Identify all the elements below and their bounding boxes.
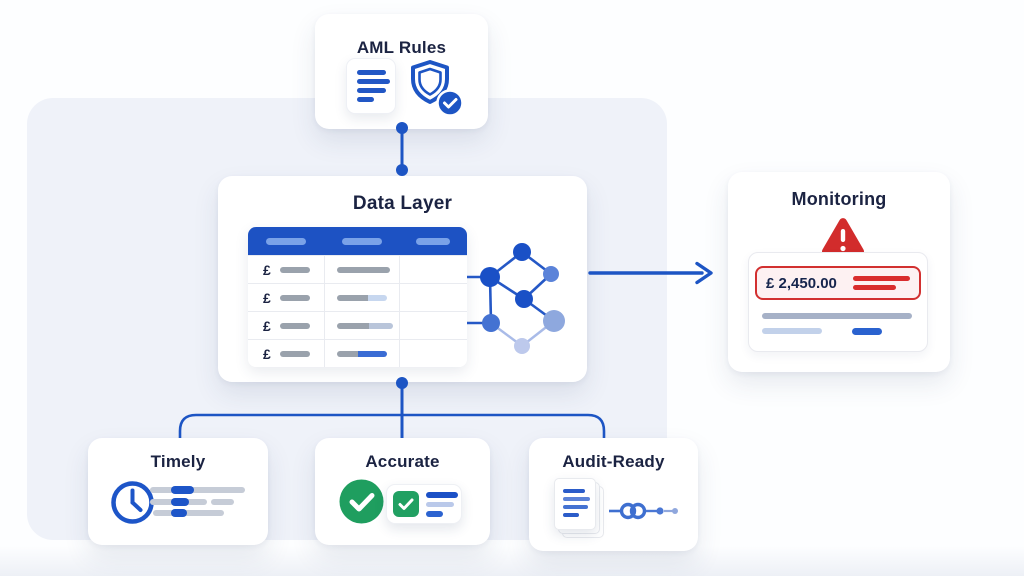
- clock-icon: [111, 481, 154, 524]
- timeline-bar: [150, 486, 250, 494]
- timeline-bar: [150, 498, 250, 506]
- table-row: £: [248, 255, 467, 283]
- redacted-alert-text: [853, 276, 910, 290]
- audit-ready-title: Audit-Ready: [562, 452, 665, 471]
- bottom-gradient-band: [0, 546, 1024, 576]
- chain-link-icon: [609, 502, 678, 520]
- checkbox-check-icon: [393, 491, 419, 517]
- placeholder-row: [762, 328, 822, 334]
- monitoring-title: Monitoring: [791, 189, 887, 209]
- accurate-title: Accurate: [365, 452, 440, 471]
- alert-panel: £ 2,450.00: [748, 252, 928, 352]
- verified-record-card: [386, 484, 462, 524]
- transactions-table: £ £ £ £: [248, 227, 467, 367]
- currency-symbol: £: [263, 289, 271, 306]
- table-row: £: [248, 283, 467, 311]
- document-icon: [346, 58, 396, 114]
- check-circle-icon: [339, 479, 384, 524]
- shield-check-icon: [411, 60, 464, 117]
- aml-rules-node: AML Rules: [315, 14, 488, 129]
- timely-title: Timely: [150, 452, 206, 471]
- placeholder-row: [762, 313, 912, 319]
- placeholder-lines: [426, 491, 458, 517]
- network-graph-icon: [467, 243, 565, 354]
- data-layer-title: Data Layer: [352, 193, 453, 214]
- currency-symbol: £: [263, 317, 271, 334]
- data-layer-node: Data Layer £ £ £: [218, 176, 587, 382]
- table-row: £: [248, 339, 467, 367]
- aml-rules-title: AML Rules: [356, 38, 447, 57]
- timeline-bar: [153, 509, 253, 517]
- flagged-amount: £ 2,450.00: [766, 274, 837, 292]
- monitoring-node: Monitoring £ 2,450.00: [728, 172, 950, 372]
- warning-triangle-icon: [821, 218, 865, 256]
- verified-badge-icon: [436, 89, 464, 117]
- accurate-node: Accurate: [315, 438, 490, 545]
- timely-node: Timely: [88, 438, 268, 545]
- currency-symbol: £: [263, 345, 271, 362]
- table-row: £: [248, 311, 467, 339]
- audit-ready-node: Audit-Ready: [529, 438, 698, 551]
- table-header-row: [248, 227, 467, 255]
- placeholder-chip: [852, 327, 882, 335]
- currency-symbol: £: [263, 261, 271, 278]
- flagged-transaction-row: £ 2,450.00: [755, 266, 921, 300]
